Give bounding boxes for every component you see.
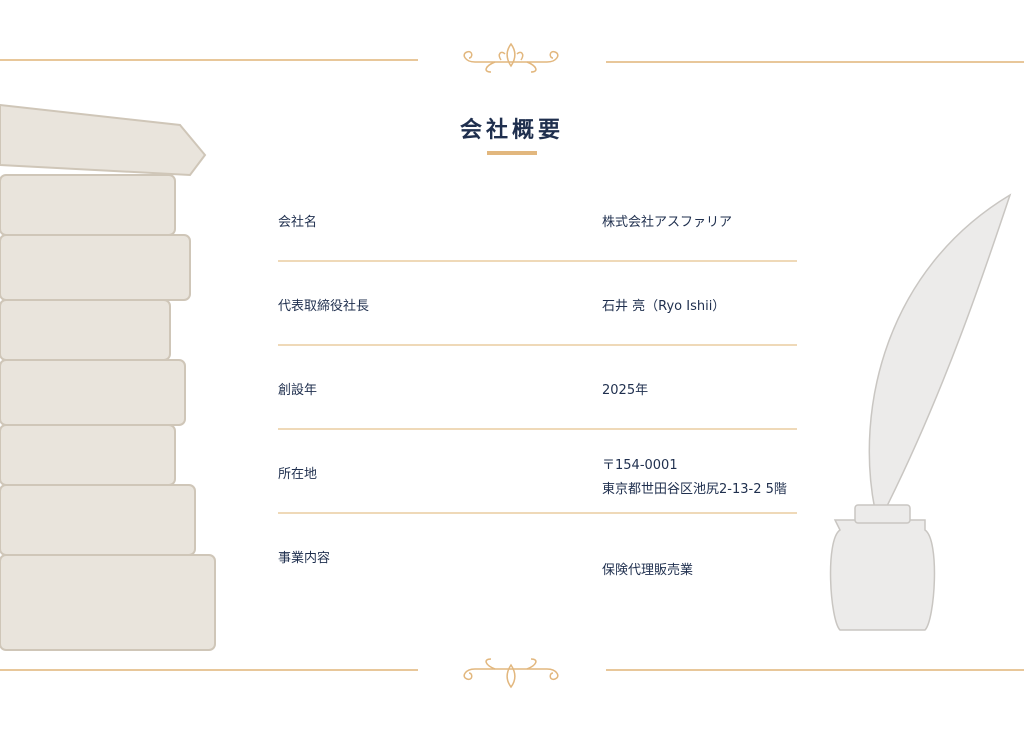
top-divider-right [606,61,1024,63]
bottom-divider-left [0,669,418,671]
ornament-bottom-icon [463,658,559,689]
row-value: 保険代理販売業 [602,563,694,578]
table-row: 事業内容 保険代理販売業 [278,514,797,596]
bottom-divider-right [606,669,1024,671]
title-underline [487,151,537,155]
row-label: 代表取締役社長 [278,299,370,314]
row-label: 会社名 [278,215,318,230]
company-info-table: 会社名 株式会社アスファリア 代表取締役社長 石井 亮（Ryo Ishii） 創… [278,178,797,596]
ornament-top-icon [463,42,559,73]
top-divider-left [0,59,418,61]
quill-inkwell-illustration [829,193,1012,631]
table-row: 創設年 2025年 [278,346,797,430]
row-value: 石井 亮（Ryo Ishii） [602,299,726,314]
table-row: 会社名 株式会社アスファリア [278,178,797,262]
row-value: 〒154-0001 東京都世田谷区池尻2-13-2 5階 [602,454,787,502]
row-value: 株式会社アスファリア [602,215,733,230]
row-label: 創設年 [278,383,318,398]
row-label: 所在地 [278,467,318,482]
table-row: 所在地 〒154-0001 東京都世田谷区池尻2-13-2 5階 [278,430,797,514]
row-label: 事業内容 [278,551,331,566]
book-stack-illustration [0,103,216,651]
postal-code: 〒154-0001 [602,458,678,473]
row-value: 2025年 [602,383,649,398]
address: 東京都世田谷区池尻2-13-2 5階 [602,482,787,497]
page-title: 会社概要 [459,118,564,143]
table-row: 代表取締役社長 石井 亮（Ryo Ishii） [278,262,797,346]
